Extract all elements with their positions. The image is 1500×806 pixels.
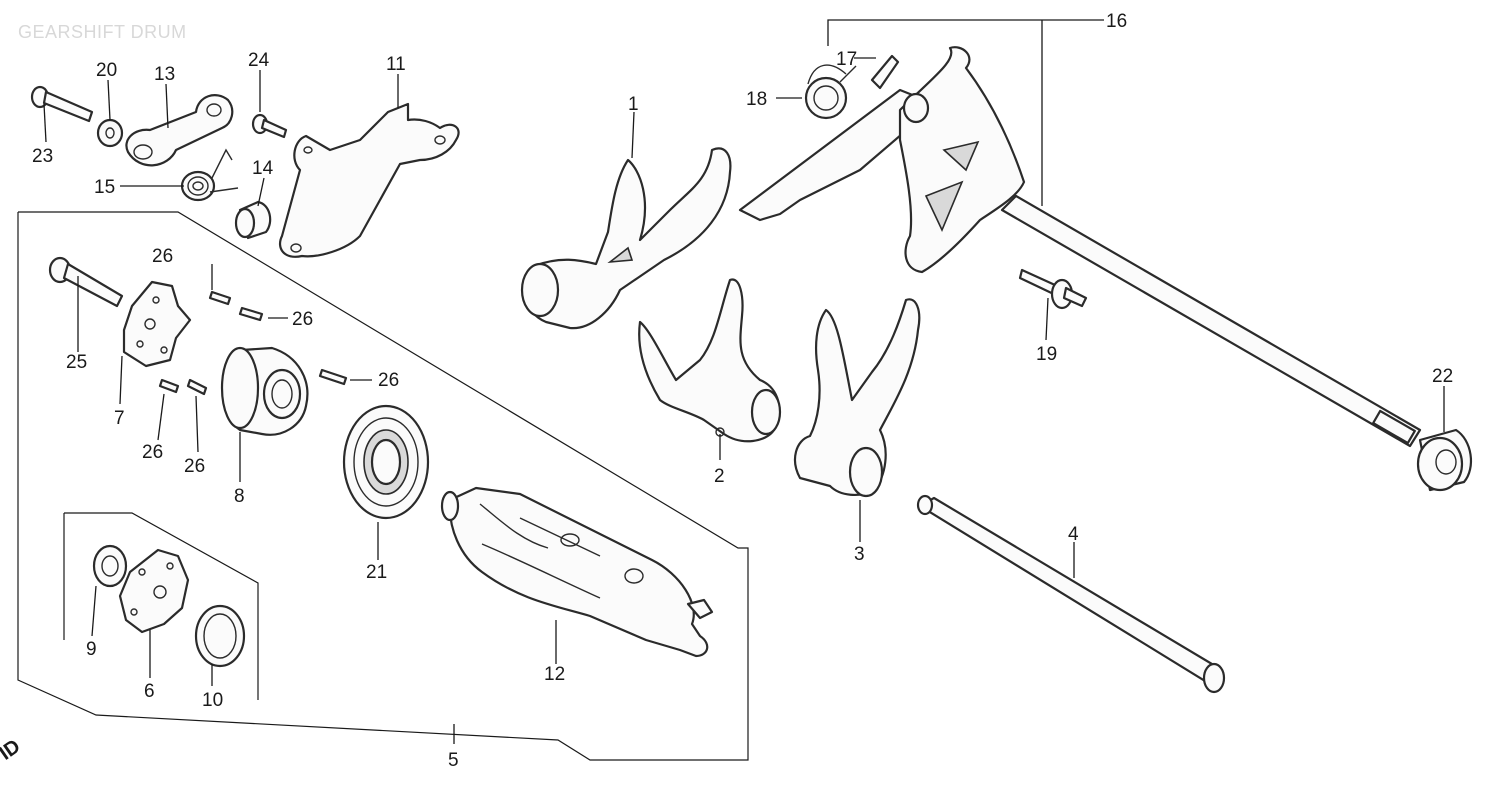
callout-23: 23: [32, 146, 53, 167]
bearing-21: [342, 404, 430, 520]
callout-16: 16: [1106, 11, 1127, 32]
callout-numbers: 1 2 3 4 5 6 7 8 9 10 11 12 13 14 15 16 1…: [32, 11, 1453, 771]
collar-22: [1416, 428, 1472, 492]
callout-7: 7: [114, 408, 125, 429]
cam-9: [92, 544, 128, 588]
shift-fork-1: [520, 147, 732, 330]
callout-12: 12: [544, 664, 565, 685]
shaft-4: [916, 494, 1226, 694]
callout-22: 22: [1432, 366, 1453, 387]
diagram-title: GEARSHIFT DRUM: [18, 22, 187, 42]
spring-17: [870, 54, 900, 90]
leader-lines: [43, 19, 1445, 744]
callout-26-b: 26: [292, 309, 313, 330]
callout-4: 4: [1068, 524, 1079, 545]
plate-6: [118, 548, 190, 634]
pin-19: [1018, 268, 1088, 310]
callout-17: 17: [836, 49, 857, 70]
dowel-pins-26: [158, 290, 348, 396]
seal-10: [194, 604, 246, 668]
callout-9: 9: [86, 639, 97, 660]
callout-8: 8: [234, 486, 245, 507]
callout-20: 20: [96, 60, 117, 81]
callout-5: 5: [448, 750, 459, 771]
washer-20: [96, 118, 124, 148]
return-spring-15: [180, 148, 239, 202]
spring-18: [804, 64, 857, 120]
callout-26-d: 26: [142, 442, 163, 463]
callout-1: 1: [628, 94, 639, 115]
callout-19: 19: [1036, 344, 1057, 365]
shift-fork-3: [793, 298, 921, 498]
collar-14: [234, 200, 272, 240]
callout-25: 25: [66, 352, 87, 373]
bolt-25: [48, 256, 124, 308]
bolt-24: [251, 113, 288, 139]
callout-18: 18: [746, 89, 767, 110]
plate-11: [278, 102, 460, 258]
callout-24: 24: [248, 50, 270, 71]
gearshift-spindle-16: [738, 46, 1422, 448]
callout-15: 15: [94, 177, 115, 198]
callout-10: 10: [202, 690, 223, 711]
callout-2: 2: [714, 466, 725, 487]
stopper-arm-13: [125, 94, 234, 167]
callout-6: 6: [144, 681, 155, 702]
callout-26-a: 26: [152, 246, 173, 267]
bolt-23: [30, 85, 94, 123]
callout-13: 13: [154, 64, 175, 85]
callout-3: 3: [854, 544, 865, 565]
callout-26-e: 26: [184, 456, 205, 477]
shift-fork-2: [638, 278, 782, 443]
callout-21: 21: [366, 562, 387, 583]
callout-26-c: 26: [378, 370, 399, 391]
corner-mark: ID: [0, 735, 25, 764]
callout-11: 11: [386, 54, 406, 75]
shift-drum-12: [440, 486, 714, 658]
center-plate-7: [122, 280, 192, 368]
callout-14: 14: [252, 158, 274, 179]
shift-cam-8: [220, 346, 309, 436]
assembly-5-border: [17, 211, 749, 761]
